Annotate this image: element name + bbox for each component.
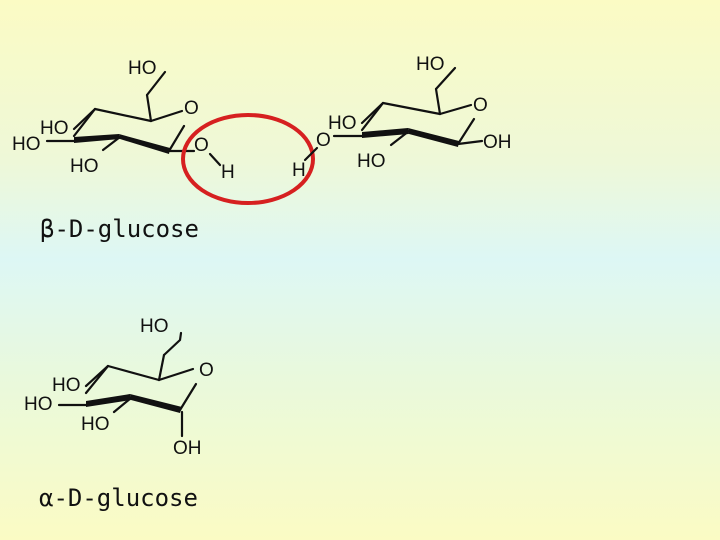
atom-label: HO	[357, 151, 386, 172]
wedge-bond	[130, 394, 182, 413]
atom-label: HO	[24, 394, 53, 415]
ring-bond	[381, 101, 442, 116]
wedge-bond	[408, 128, 459, 147]
substituent-bond	[360, 101, 385, 125]
atom-label: H	[221, 162, 235, 183]
ring-bond	[438, 103, 473, 116]
substituent-bond	[72, 107, 97, 131]
substituent-bond	[456, 139, 484, 146]
beta-glucose-molecule-left: HO O HO HO HO O H	[12, 58, 235, 183]
atom-label: O	[184, 98, 199, 119]
atom-label: HO	[81, 414, 110, 435]
substituent-bond	[145, 93, 153, 123]
alpha-glucose-caption: α-D-glucose	[39, 484, 198, 512]
substituent-bond	[208, 152, 222, 167]
atom-label: HO	[12, 134, 41, 155]
highlight-circle	[181, 113, 315, 205]
atom-label: HO	[40, 118, 69, 139]
substituent-bond	[145, 70, 167, 97]
substituent-bond	[162, 331, 183, 357]
atom-label: HO	[140, 316, 169, 337]
atom-label: H	[292, 160, 306, 181]
beta-glucose-caption: β-D-glucose	[40, 215, 199, 243]
ring-bond	[157, 367, 195, 382]
atom-label: HO	[52, 375, 81, 396]
ring-bond	[167, 124, 186, 153]
wedge-bond	[86, 394, 131, 407]
substituent-bond	[84, 364, 110, 388]
substituent-bond	[303, 146, 319, 162]
atom-label: O	[194, 135, 209, 156]
atom-label: OH	[483, 132, 512, 153]
ring-bond	[93, 107, 153, 123]
atom-label: HO	[416, 54, 445, 75]
substituent-bond	[157, 353, 166, 382]
substituent-bond	[434, 87, 442, 116]
wedge-bond	[362, 128, 409, 138]
alpha-glucose-molecule: HO O HO HO HO OH	[24, 316, 214, 459]
atom-label: HO	[70, 156, 99, 177]
wedge-bond	[119, 134, 170, 154]
atom-label: OH	[173, 438, 202, 459]
beta-glucose-molecule-right: HO O HO O OH HO H	[292, 54, 512, 181]
ring-bond	[456, 117, 476, 146]
atom-label: O	[316, 130, 331, 151]
ring-bond	[178, 382, 198, 412]
atom-label: O	[473, 95, 488, 116]
substituent-bond	[434, 66, 457, 91]
wedge-bond	[74, 134, 120, 143]
ring-bond	[149, 109, 184, 123]
atom-label: O	[199, 360, 214, 381]
atom-label: HO	[128, 58, 157, 79]
atom-label: HO	[328, 113, 357, 134]
ring-bond	[106, 364, 161, 382]
